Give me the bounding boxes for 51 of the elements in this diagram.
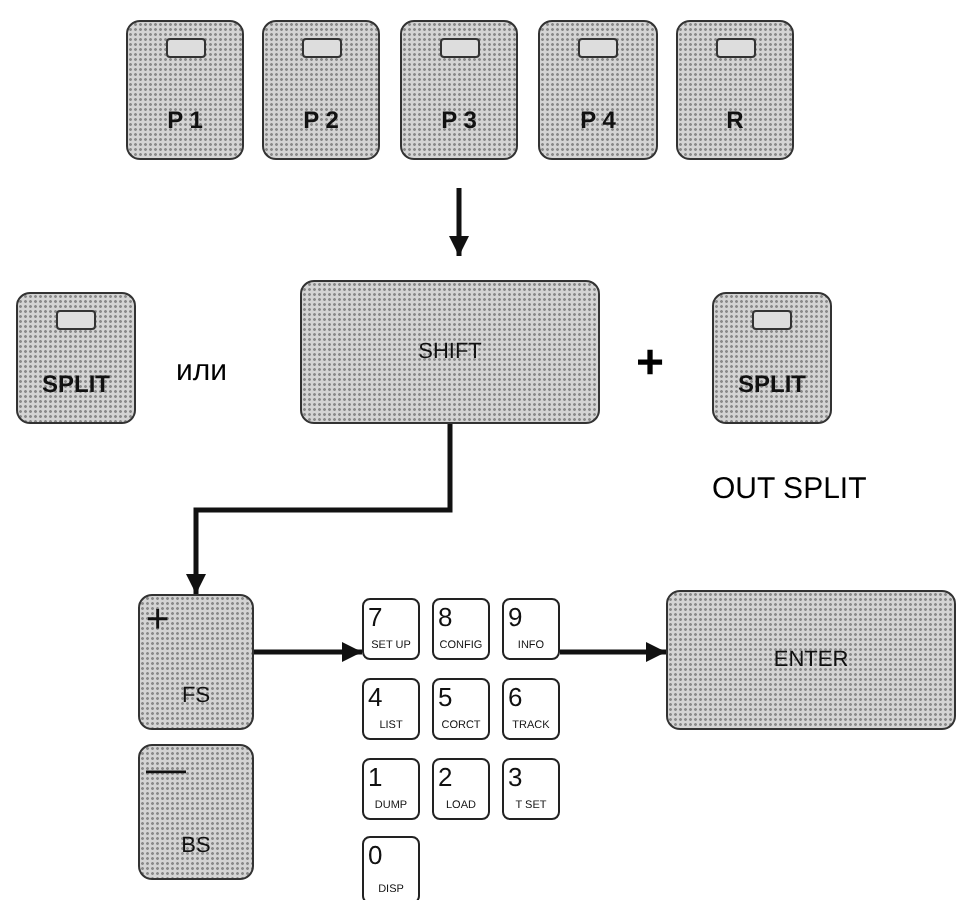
note-text: или — [176, 354, 228, 388]
key-digit: 7 — [368, 602, 383, 632]
key — [676, 20, 794, 160]
key — [666, 590, 956, 730]
keypad-key — [362, 758, 420, 820]
key-digit: 8 — [438, 602, 453, 632]
keypad-key — [362, 598, 420, 660]
key — [16, 292, 136, 424]
key — [262, 20, 380, 160]
key-digit: 1 — [368, 762, 383, 792]
arrow — [254, 642, 362, 662]
key-label: P 4 — [578, 106, 618, 134]
keypad-key — [502, 678, 560, 740]
key-label: SPLIT — [39, 370, 112, 398]
key-digit: 4 — [368, 682, 383, 712]
key — [538, 20, 658, 160]
key — [138, 594, 254, 730]
key — [138, 744, 254, 880]
keypad-key — [362, 836, 420, 900]
arrow — [186, 424, 453, 594]
key-digit: 5 — [438, 682, 453, 712]
keypad-key — [502, 758, 560, 820]
key — [400, 20, 518, 160]
key-digit: 9 — [508, 602, 523, 632]
key-label: BS — [179, 834, 213, 858]
key — [300, 280, 600, 424]
key-label: SPLIT — [735, 370, 808, 398]
keypad-key — [432, 758, 490, 820]
plus-sign: + — [636, 336, 665, 392]
keypad-key — [362, 678, 420, 740]
key-label: FS — [179, 684, 213, 708]
key — [712, 292, 832, 424]
key — [126, 20, 244, 160]
keypad-key — [432, 678, 490, 740]
key-label: R — [724, 106, 746, 134]
key-label: SHIFT — [416, 340, 484, 364]
key-label: P 1 — [165, 106, 205, 134]
note-text: OUT SPLIT — [712, 472, 867, 506]
key-digit: 3 — [508, 762, 523, 792]
arrow — [449, 188, 469, 256]
keypad-key — [432, 598, 490, 660]
key-digit: 6 — [508, 682, 523, 712]
key-digit: 0 — [368, 840, 383, 870]
key-symbol: — — [146, 748, 186, 794]
key-label: P 3 — [439, 106, 479, 134]
key-label: ENTER — [771, 648, 851, 672]
key-label: P 2 — [301, 106, 341, 134]
keypad-key — [502, 598, 560, 660]
key-digit: 2 — [438, 762, 453, 792]
arrow — [560, 642, 666, 662]
key-symbol: + — [146, 598, 170, 644]
